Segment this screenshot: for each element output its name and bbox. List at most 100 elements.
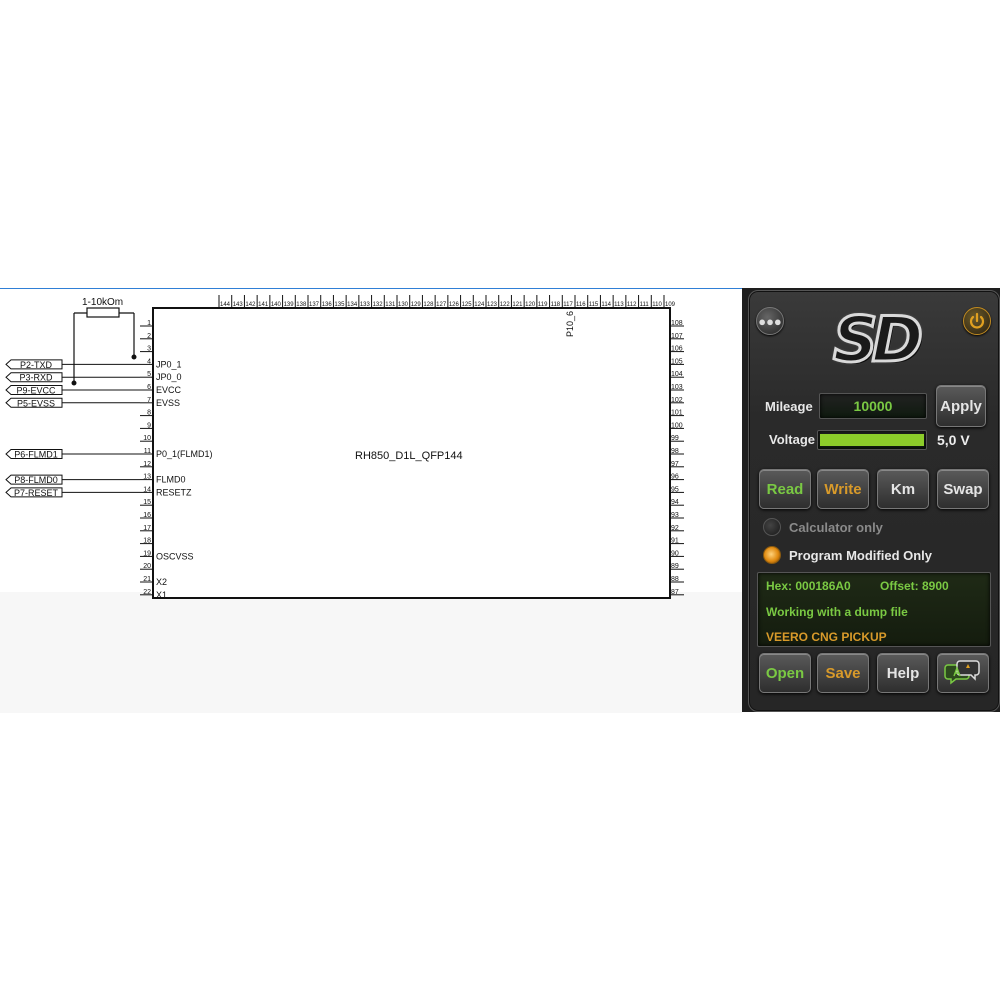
voltage-label: Voltage bbox=[769, 432, 815, 447]
right-pin-number: 97 bbox=[671, 461, 679, 468]
top-pin-number: 117 bbox=[563, 302, 573, 308]
left-pin-number: 16 bbox=[143, 512, 151, 519]
right-pin-number: 96 bbox=[671, 474, 679, 481]
connector-label: P8-FLMD0 bbox=[14, 475, 58, 485]
program-modified-only-radio[interactable] bbox=[763, 546, 781, 564]
chip-name: RH850_D1L_QFP144 bbox=[355, 450, 463, 462]
top-pin-number: 141 bbox=[258, 302, 269, 308]
left-pin-number: 6 bbox=[147, 384, 151, 391]
left-pin-number: 3 bbox=[147, 346, 151, 353]
help-button[interactable]: Help bbox=[877, 653, 929, 693]
calculator-only-radio[interactable] bbox=[763, 518, 781, 536]
km-button[interactable]: Km bbox=[877, 469, 929, 509]
right-pin-number: 108 bbox=[671, 320, 683, 327]
calculator-only-label: Calculator only bbox=[789, 519, 883, 535]
left-pin-group: 12345678910111213141516171819202122JP0_1… bbox=[140, 320, 213, 600]
program-modified-only-label: Program Modified Only bbox=[789, 547, 933, 563]
open-button[interactable]: Open bbox=[759, 653, 811, 693]
left-pin-name: EVCC bbox=[156, 385, 182, 395]
right-pin-number: 94 bbox=[671, 499, 679, 506]
left-pin-name: JP0_1 bbox=[156, 359, 182, 369]
save-button[interactable]: Save bbox=[817, 653, 869, 693]
voltage-bar-fill bbox=[820, 434, 924, 446]
connector-label: P3-RXD bbox=[19, 373, 53, 383]
chip-body bbox=[152, 307, 671, 599]
chat-icon: ●●● bbox=[758, 313, 782, 329]
top-pin-number: 133 bbox=[360, 302, 371, 308]
right-pin-number: 90 bbox=[671, 550, 679, 557]
left-pin-number: 20 bbox=[143, 563, 151, 570]
right-pin-number: 101 bbox=[671, 410, 683, 417]
vehicle-name: VEERO CNG PICKUP bbox=[766, 630, 887, 644]
connector-label: P5-EVSS bbox=[17, 398, 55, 408]
junction-dot bbox=[131, 354, 137, 360]
top-pin-number: 130 bbox=[398, 302, 409, 308]
top-pin-number: 120 bbox=[525, 302, 536, 308]
left-pin-number: 9 bbox=[147, 422, 151, 429]
logo: SD bbox=[805, 302, 945, 378]
right-pin-number: 106 bbox=[671, 346, 683, 353]
top-pin-number: 123 bbox=[487, 302, 498, 308]
top-pin-number: 113 bbox=[614, 302, 624, 308]
left-pin-number: 19 bbox=[143, 550, 151, 557]
voltage-value: 5,0 V bbox=[937, 432, 970, 448]
top-pin-number: 126 bbox=[449, 302, 460, 308]
left-pin-name: JP0_0 bbox=[156, 372, 182, 382]
top-pin-number: 125 bbox=[462, 302, 473, 308]
mileage-field[interactable]: 10000 bbox=[819, 393, 927, 419]
write-button[interactable]: Write bbox=[817, 469, 869, 509]
resistor bbox=[86, 307, 120, 318]
left-pin-number: 2 bbox=[147, 333, 151, 340]
program-modified-only-option[interactable]: Program Modified Only bbox=[763, 546, 932, 564]
right-pin-number: 103 bbox=[671, 384, 683, 391]
left-pin-number: 5 bbox=[147, 371, 151, 378]
swap-button[interactable]: Swap bbox=[937, 469, 989, 509]
resistor-network bbox=[73, 312, 135, 383]
top-pin-number: 124 bbox=[474, 302, 485, 308]
top-pin-number: 115 bbox=[589, 302, 599, 308]
right-pin-number: 107 bbox=[671, 333, 683, 340]
left-pin-number: 15 bbox=[143, 499, 151, 506]
top-pin-number: 135 bbox=[334, 302, 345, 308]
language-icon bbox=[944, 660, 980, 685]
hex-readout: Hex: 000186A0 bbox=[766, 579, 851, 593]
top-pin-number: 139 bbox=[284, 302, 295, 308]
top-pin-number: 134 bbox=[347, 302, 358, 308]
connector-label: P6-FLMD1 bbox=[14, 450, 58, 460]
language-button[interactable] bbox=[937, 653, 989, 693]
left-pin-number: 12 bbox=[143, 461, 151, 468]
top-pin-number: 116 bbox=[576, 302, 586, 308]
voltage-bar bbox=[817, 430, 927, 450]
top-pin-number: 138 bbox=[296, 302, 307, 308]
left-pin-name: RESETZ bbox=[156, 487, 192, 497]
top-pin-number: 136 bbox=[322, 302, 333, 308]
top-pin-number: 119 bbox=[538, 302, 548, 308]
left-pin-name: EVSS bbox=[156, 398, 180, 408]
schematic-drawing: 1-10kOm RH850_D1L_QFP144 P10_6 123456789… bbox=[5, 295, 684, 600]
top-pin-number: 118 bbox=[551, 302, 561, 308]
top-pin-number: 121 bbox=[512, 302, 523, 308]
connector-group: P2-TXDP3-RXDP9-EVCCP5-EVSSP6-FLMD1P8-FLM… bbox=[5, 359, 140, 498]
top-pin-number: 144 bbox=[220, 302, 231, 308]
apply-button[interactable]: Apply bbox=[936, 385, 986, 427]
right-pin-number: 95 bbox=[671, 486, 679, 493]
power-button[interactable] bbox=[963, 307, 991, 335]
left-pin-name: X2 bbox=[156, 577, 167, 587]
read-button[interactable]: Read bbox=[759, 469, 811, 509]
left-pin-name: P0_1(FLMD1) bbox=[156, 449, 213, 459]
top-pin-number: 143 bbox=[233, 302, 244, 308]
junction-dot bbox=[71, 380, 77, 386]
resistor-label: 1-10kOm bbox=[82, 297, 123, 308]
top-pin-label: P10_6 bbox=[565, 311, 575, 337]
top-pin-number: 110 bbox=[652, 302, 662, 308]
top-pin-number: 142 bbox=[245, 302, 256, 308]
top-pin-number: 111 bbox=[640, 302, 650, 308]
sd-control-panel: ●●● SD Mileage 10000 Apply Voltage 5,0 V… bbox=[742, 288, 1000, 712]
mileage-value: 10000 bbox=[853, 398, 893, 414]
schematic-empty-area bbox=[0, 592, 742, 713]
calculator-only-option[interactable]: Calculator only bbox=[763, 518, 883, 536]
chat-button[interactable]: ●●● bbox=[756, 307, 784, 335]
right-pin-number: 102 bbox=[671, 397, 683, 404]
